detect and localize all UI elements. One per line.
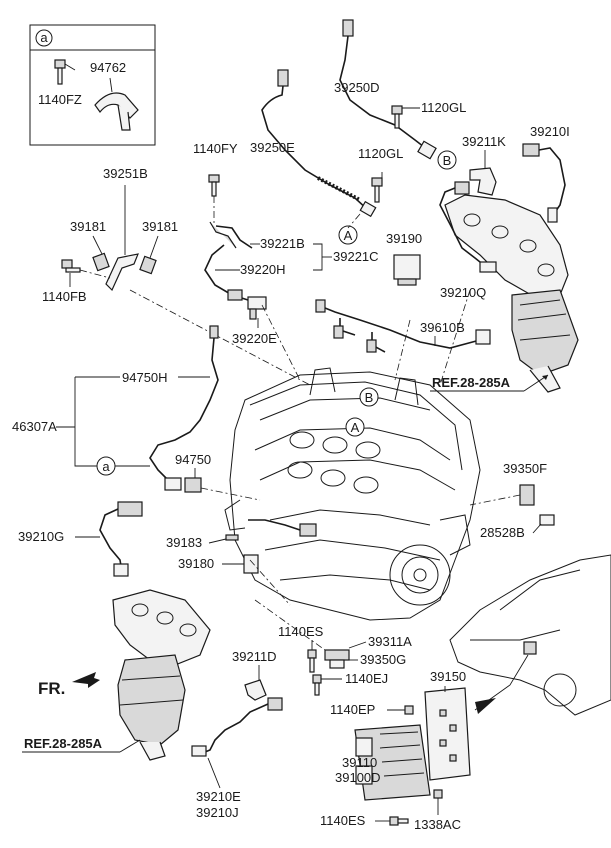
label-39311A: 39311A [368,634,412,649]
catalytic-converter-right [511,289,579,393]
label-39211K: 39211K [462,134,506,149]
label-39190: 39190 [386,231,422,246]
callout-B-top: B [437,150,457,170]
oxygen-sensor-39250D [339,19,437,160]
label-39181-left: 39181 [70,219,106,234]
sensor-39350F [519,484,535,506]
exhaust-manifold-right [444,194,569,301]
label-1140FY: 1140FY [193,141,238,156]
label-94762: 94762 [90,60,126,75]
label-39250E: 39250E [250,140,295,155]
label-1338AC: 1338AC [414,817,461,832]
svg-text:B: B [443,153,452,168]
label-1140FB: 1140FB [42,289,87,304]
bolt-1140ES-bottom-icon [389,816,409,826]
ecu-location-arrow-icon [475,698,496,714]
bracket-39211D [244,679,267,701]
inset-marker: a [40,30,48,45]
bracket-icon [94,92,139,131]
label-94750H: 94750H [122,370,168,385]
label-39350F: 39350F [503,461,547,476]
oxygen-sensor-39210E [191,697,283,757]
bolt-1140EP-icon [404,705,414,715]
oxygen-sensor-39210G [99,501,143,577]
bolt-28528B-icon [539,514,555,526]
oxygen-sensor-39210Q [439,181,497,273]
bracket-39211K [469,167,497,196]
label-39210J: 39210J [196,805,239,820]
bolt-1140FB-icon [61,259,81,273]
label-39110: 39110 [342,755,377,770]
sensor-39180 [243,519,317,574]
svg-text:B: B [365,390,374,405]
ref-bottom: REF.28-285A [24,736,103,751]
label-39181-right: 39181 [142,219,178,234]
label-39211D: 39211D [232,649,277,664]
bolt-1120GL-mid-icon [371,177,383,203]
label-1140FZ: 1140FZ [38,92,82,107]
oxygen-sensor-39210I [522,143,566,223]
label-39250D: 39250D [334,80,380,95]
catalytic-converter-left [117,654,186,761]
sensor-bracket-39251B [92,252,157,292]
label-1120GL-top: 1120GL [421,100,466,115]
label-39180: 39180 [178,556,214,571]
exhaust-manifold-left [112,589,211,666]
callout-A-engine: A [345,417,365,437]
label-39210E: 39210E [196,789,241,804]
ecu-39110 [354,724,431,801]
sensor-harness-39220H [204,221,267,320]
label-39221C: 39221C [333,249,379,264]
callout-a-harness: a [96,456,116,476]
label-1140ES-bottom: 1140ES [320,813,366,828]
oxygen-sensor-39250E [261,69,377,218]
car-outline [449,554,611,716]
harness-94750H [149,325,219,491]
bolt-1140FY-icon [208,174,220,197]
inset-box: a 94762 1140FZ [29,24,156,146]
label-39350G: 39350G [360,652,406,667]
label-1120GL-mid: 1120GL [358,146,403,161]
callout-A-top: A [338,225,358,245]
svg-text:A: A [351,420,360,435]
direction-label: FR. [38,679,65,698]
svg-text:A: A [344,228,353,243]
label-39150: 39150 [430,669,466,684]
svg-text:a: a [102,459,110,474]
label-39610B: 39610B [420,320,465,335]
ecu-location-marker [523,641,537,655]
relay-39190 [393,254,421,286]
sensor-94750 [184,477,202,493]
label-1140EP: 1140EP [330,702,375,717]
label-39210I: 39210I [530,124,570,139]
label-39220H: 39220H [240,262,286,277]
inset-marker-circle [35,29,53,47]
harness-39610B [315,299,491,353]
engine-assembly [224,367,481,621]
label-39183: 39183 [166,535,202,550]
label-39210G: 39210G [18,529,64,544]
bolt-1140EJ-icon [312,674,322,696]
label-39220E: 39220E [232,331,277,346]
ecu-bracket-39150 [424,687,471,781]
label-39210Q: 39210Q [440,285,486,300]
label-94750: 94750 [175,452,211,467]
label-39221B: 39221B [260,236,305,251]
callout-B-engine: B [359,387,379,407]
bolt-1140ES-mid-icon [307,649,317,673]
ref-top: REF.28-285A [432,375,511,390]
label-39100D: 39100D [335,770,381,785]
sensor-39311A [324,649,350,669]
label-46307A: 46307A [12,419,57,434]
bolt-1338AC-icon [433,789,443,799]
label-28528B: 28528B [480,525,525,540]
front-arrow-icon [72,672,100,688]
label-1140ES-top: 1140ES [278,624,324,639]
label-1140EJ: 1140EJ [345,671,388,686]
label-39251B: 39251B [103,166,148,181]
bolt-1120GL-top-icon [391,105,403,129]
bolt-39183-icon [225,534,239,541]
